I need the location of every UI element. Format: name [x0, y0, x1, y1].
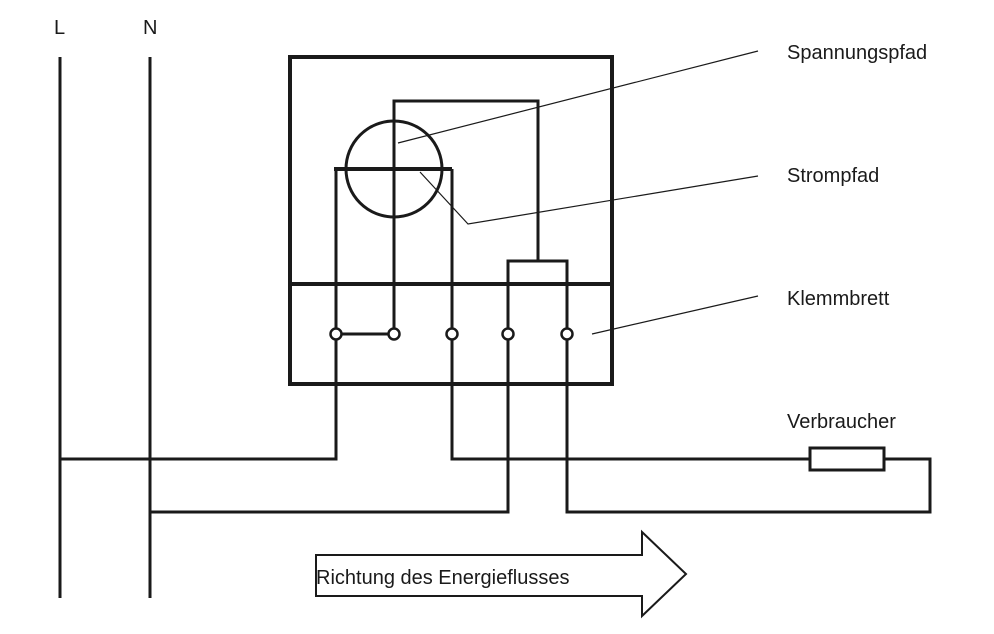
leader-voltage-path — [397, 50, 759, 144]
terminal-4 — [501, 327, 515, 341]
voltage-path-wire — [392, 99, 540, 333]
terminal-1 — [329, 327, 343, 341]
leader-terminal-board — [591, 295, 759, 335]
label-l: L — [54, 17, 65, 39]
consumer-resistor — [808, 446, 886, 472]
label-energy-flow: Richtung des Energieflusses — [316, 567, 569, 589]
voltage-path-connector — [506, 259, 569, 333]
wire-consumer-return — [565, 338, 932, 514]
label-terminal-board: Klemmbrett — [787, 288, 890, 310]
label-voltage-path: Spannungspfad — [787, 42, 927, 64]
label-current-path: Strompfad — [787, 165, 879, 187]
wire-meter-to-consumer — [450, 338, 810, 461]
terminal-5 — [560, 327, 574, 341]
label-n: N — [143, 17, 157, 39]
leader-current-path — [419, 171, 759, 225]
wire-n-to-meter — [150, 338, 510, 514]
terminal-3 — [445, 327, 459, 341]
label-consumer: Verbraucher — [787, 411, 896, 433]
wire-l-to-meter — [60, 338, 338, 461]
terminal-2 — [387, 327, 401, 341]
energy-flow-arrow — [315, 529, 688, 619]
